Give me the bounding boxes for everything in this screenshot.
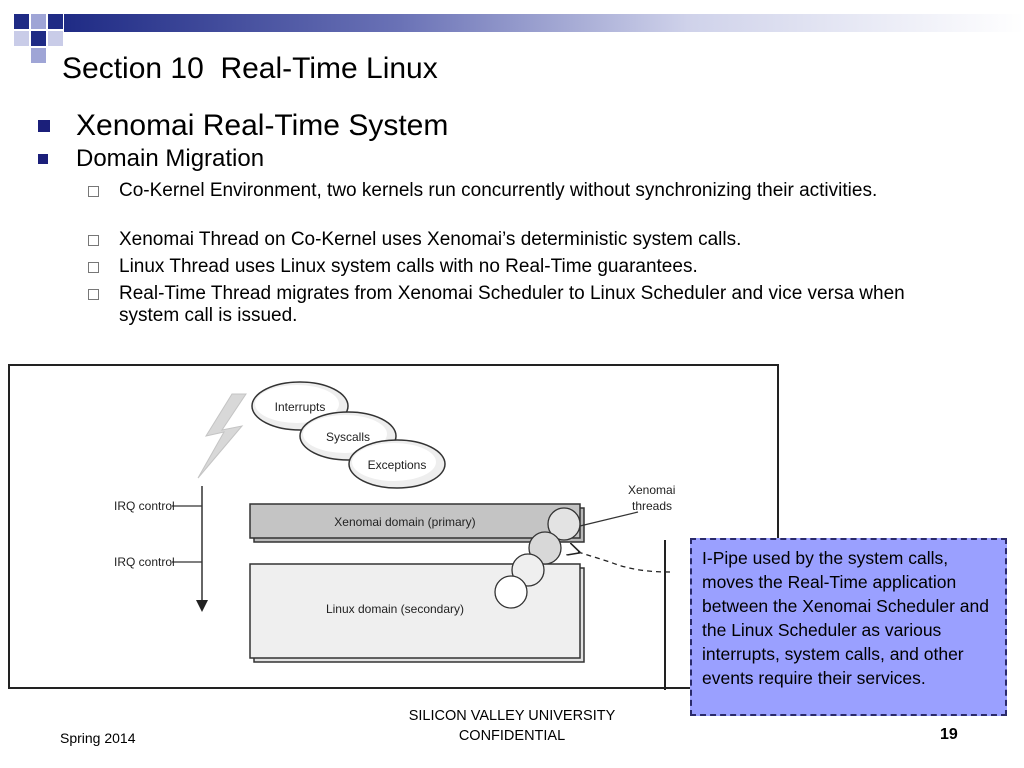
event-label-exceptions: Exceptions [368, 458, 427, 472]
header-square-1 [14, 14, 29, 29]
primary-domain-label: Xenomai domain (primary) [334, 515, 475, 529]
threads-pointer-line [579, 511, 639, 527]
header-square-5 [31, 31, 46, 46]
primary-domain-box: Xenomai domain (primary) [249, 503, 585, 543]
square-bullet-icon [38, 154, 48, 164]
xenomai-threads-label-1: Xenomai [628, 483, 675, 497]
page-number: 19 [940, 726, 958, 743]
footer-university: SILICON VALLEY UNIVERSITY [408, 708, 616, 724]
square-bullet-icon [38, 120, 50, 132]
lightning-icon [197, 393, 247, 479]
bullet-text: Domain Migration [76, 145, 265, 172]
bullet-text: Real-Time Thread migrates from Xenomai S… [119, 283, 905, 326]
thread-circle [494, 575, 528, 609]
irq-control-label-2: IRQ control [114, 555, 175, 569]
thread-circle [547, 507, 581, 541]
hollow-square-bullet-icon [88, 186, 99, 197]
xenomai-threads-label-2: threads [632, 499, 672, 513]
event-label-syscalls: Syscalls [326, 430, 370, 444]
event-ellipse-exceptions: Exceptions [348, 439, 446, 489]
bullet-text: Xenomai Thread on Co-Kernel uses Xenomai… [119, 229, 742, 250]
header-square-2 [31, 14, 46, 29]
bullet-text: Co-Kernel Environment, two kernels run c… [119, 180, 878, 201]
header-square-4 [14, 31, 29, 46]
event-label-interrupts: Interrupts [275, 400, 326, 414]
callout-divider-line [664, 540, 666, 690]
hollow-square-bullet-icon [88, 289, 99, 300]
diagram-canvas: Interrupts Syscalls Exceptions IRQ contr… [114, 381, 675, 663]
header-square-6 [48, 31, 63, 46]
xenomai-domain-diagram: Interrupts Syscalls Exceptions IRQ contr… [8, 364, 779, 689]
slide-title: Section 10 Real-Time Linux [62, 52, 438, 85]
footer-confidential: SILICON VALLEY UNIVERSITY CONFIDENTIAL [372, 706, 652, 746]
ipipe-callout-box: I-Pipe used by the system calls, moves t… [690, 538, 1007, 716]
bullet-text: Xenomai Real-Time System [76, 109, 449, 142]
bullet-text: Linux Thread uses Linux system calls wit… [119, 256, 698, 277]
header-square-7 [31, 48, 46, 63]
secondary-domain-label: Linux domain (secondary) [326, 602, 464, 616]
footer-confidential-label: CONFIDENTIAL [458, 728, 566, 744]
hollow-square-bullet-icon [88, 262, 99, 273]
hollow-square-bullet-icon [88, 235, 99, 246]
header-gradient-bar [64, 14, 1024, 32]
ipipe-dashed-arrow [578, 552, 671, 573]
irq-control-label-1: IRQ control [114, 499, 175, 513]
footer-semester: Spring 2014 [60, 730, 136, 746]
header-square-3 [48, 14, 63, 29]
